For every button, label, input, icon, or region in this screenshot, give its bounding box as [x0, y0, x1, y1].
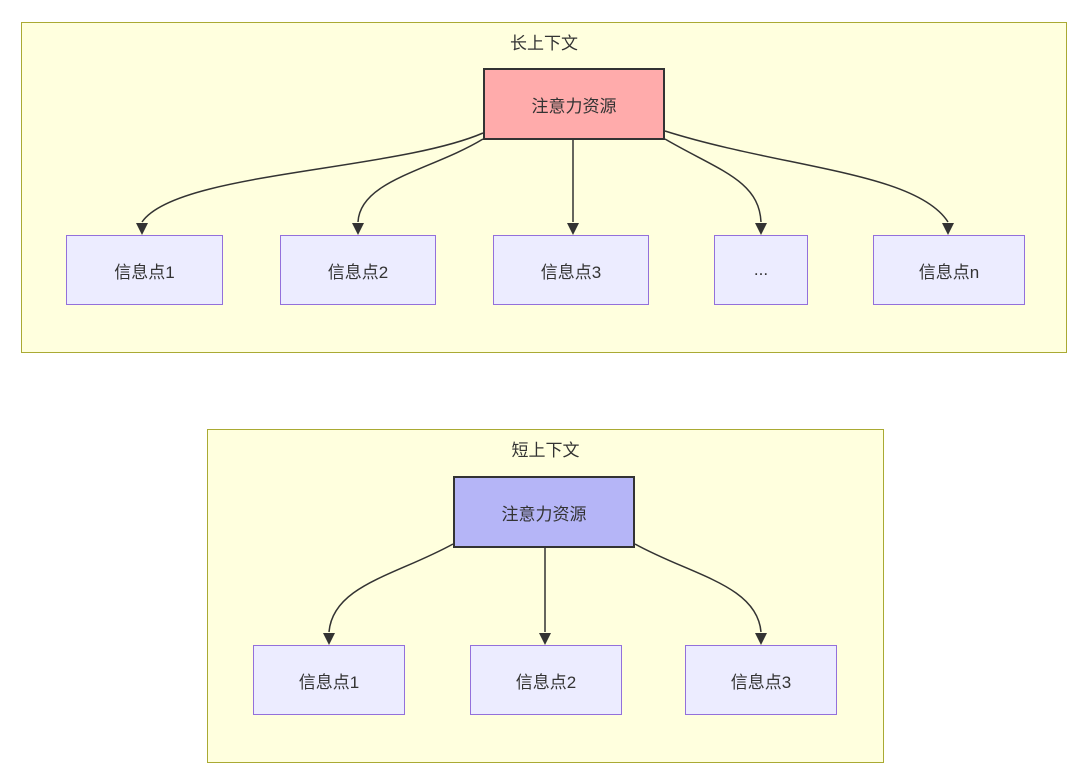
node-info-point-3-short: 信息点3	[685, 645, 837, 715]
node-info-point-1-long: 信息点1	[66, 235, 223, 305]
panel-short-context-title: 短上下文	[511, 441, 580, 460]
node-info-point-1-short: 信息点1	[253, 645, 405, 715]
node-info-point-2-short: 信息点2	[470, 645, 622, 715]
node-info-point-3-long: 信息点3	[493, 235, 649, 305]
node-info-point-n-long: 信息点n	[873, 235, 1025, 305]
node-attention-resources-short: 注意力资源	[453, 476, 635, 548]
node-info-point-2-long: 信息点2	[280, 235, 436, 305]
node-info-point-ellipsis-long: ...	[714, 235, 808, 305]
panel-long-context-title: 长上下文	[510, 34, 578, 53]
node-attention-resources-long: 注意力资源	[483, 68, 665, 140]
